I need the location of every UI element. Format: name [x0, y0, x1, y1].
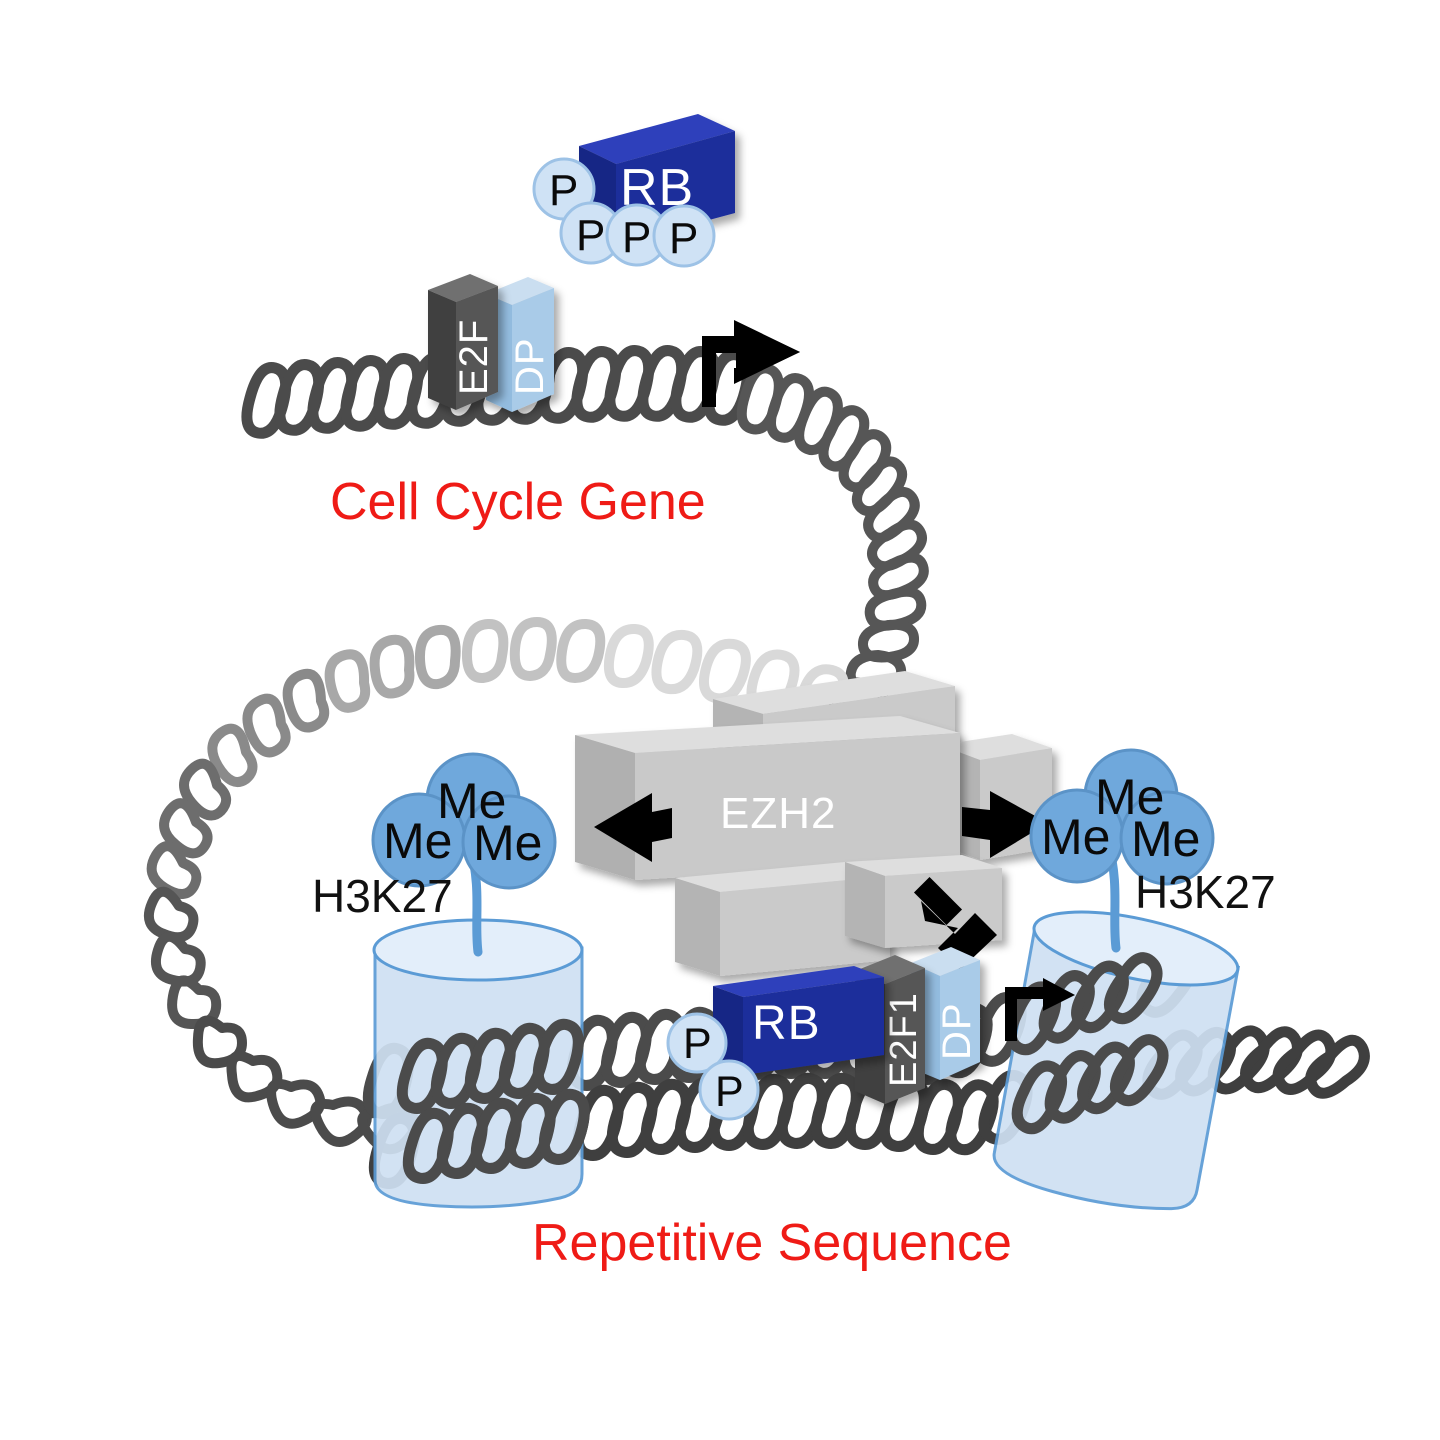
ezh2-label: EZH2 [720, 789, 836, 838]
methyl-circle [461, 794, 557, 890]
repetitive-sequence-label: Repetitive Sequence [532, 1214, 1012, 1272]
phosphate-label: P [622, 213, 651, 262]
methyl-label: Me [1095, 769, 1164, 825]
methyl-group-left: Me Me Me H3K27 [312, 752, 557, 957]
arrow-inhibit-down-right-icon [913, 876, 997, 970]
phosphate-label: P [683, 1020, 712, 1068]
dna-loop-right-descent [736, 363, 929, 723]
dp-label-bottom: DP [935, 1002, 979, 1060]
methyl-label: Me [473, 815, 542, 871]
arrow-right-icon [962, 791, 1048, 858]
phosphate-circle [652, 204, 716, 268]
h3k27-label-left: H3K27 [312, 870, 453, 922]
e2f1-label-bottom: E2F1 [883, 992, 925, 1087]
methyl-label: Me [437, 773, 506, 829]
ezh2-subunit-main[interactable]: EZH2 [575, 716, 960, 880]
e2f-box-top[interactable]: E2F [428, 274, 498, 410]
methyl-label: Me [1041, 809, 1110, 865]
phosphate-label: P [715, 1068, 744, 1116]
methyl-group-right: Me Me Me H3K27 [1029, 748, 1276, 953]
rb-box-bottom[interactable]: RB [713, 966, 884, 1075]
phosphate-label: P [549, 166, 578, 215]
methyl-circle [1119, 790, 1215, 886]
arrow-left-icon [594, 793, 672, 862]
e2f-label-top: E2F [452, 319, 496, 395]
dp-label-top: DP [508, 337, 552, 395]
rb-label-bottom: RB [752, 997, 821, 1050]
phosphate-circle [666, 1012, 728, 1074]
cell-cycle-gene-label: Cell Cycle Gene [330, 473, 706, 531]
phosphate-circle [698, 1059, 760, 1121]
methyl-label: Me [1131, 811, 1200, 867]
transcription-arrow-repressed-icon [1005, 978, 1075, 1041]
methyl-label: Me [383, 813, 452, 869]
phosphate-label: P [576, 211, 605, 260]
phosphate-group-bottom: P P [666, 1012, 760, 1121]
transcription-arrow-active-icon [702, 320, 800, 407]
phosphate-label: P [669, 214, 698, 263]
phosphate-group-top: P P P P [532, 157, 716, 268]
h3k27-label-right: H3K27 [1135, 866, 1276, 918]
